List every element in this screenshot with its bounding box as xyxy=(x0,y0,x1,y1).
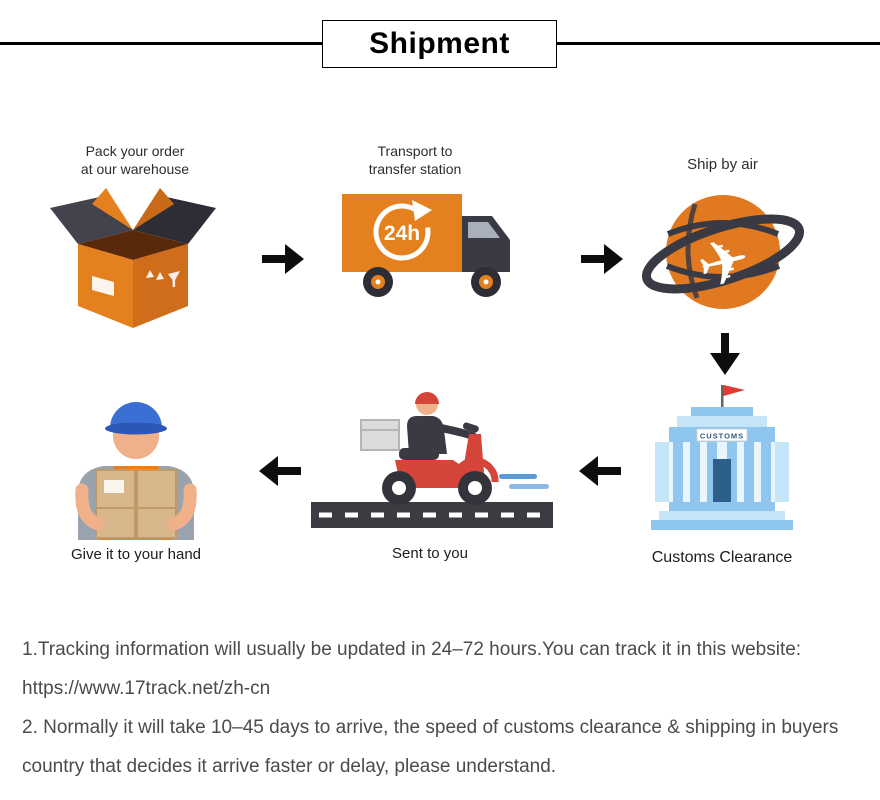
step-label-pack: Pack your order at our warehouse xyxy=(80,143,190,177)
page-title: Shipment xyxy=(369,27,510,60)
delivery-truck-icon: 24h xyxy=(342,194,510,297)
box-inner-flap-right xyxy=(133,188,174,230)
speed-lines xyxy=(499,474,549,489)
box-label xyxy=(92,276,114,296)
step-label-air: Ship by air xyxy=(687,156,758,173)
arrow-right-icon xyxy=(262,244,304,274)
wing-right xyxy=(775,442,789,502)
truck-wheels xyxy=(363,267,501,297)
customs-sign xyxy=(696,428,748,442)
truck-24h-text: 24h xyxy=(384,222,420,245)
courier-arm-left xyxy=(75,483,105,531)
front-fender xyxy=(451,457,499,483)
roof-cornice xyxy=(677,416,767,427)
truck-window xyxy=(468,222,500,238)
customs-building-icon: CUSTOMS xyxy=(651,385,793,530)
box-interior xyxy=(78,230,188,260)
step-label-hand: Give it to your hand xyxy=(70,546,202,563)
open-box-icon xyxy=(50,188,216,328)
globe-plane-icon: ✈ xyxy=(641,195,805,309)
courier-cap xyxy=(110,402,162,428)
note-delivery: 2. Normally it will take 10–45 days to a… xyxy=(22,717,839,777)
cargo-box xyxy=(360,419,400,451)
customs-door xyxy=(713,459,731,502)
courier-person-icon xyxy=(75,402,197,540)
flag-pole xyxy=(721,385,724,407)
arrow-right-icon xyxy=(581,244,623,274)
cap-brim xyxy=(105,422,167,435)
step-label-transport: Transport to transfer station xyxy=(368,143,462,177)
scooter-seat xyxy=(399,448,439,460)
note-tracking-url: https://www.17track.net/zh-cn xyxy=(22,678,271,699)
rider-helmet xyxy=(415,392,439,404)
scooter-wheels xyxy=(382,471,492,505)
box-face-right xyxy=(133,244,188,328)
globe-orbit xyxy=(641,214,805,294)
roof-top xyxy=(691,407,753,416)
step-label-sent: Sent to you xyxy=(392,545,468,562)
courier-arm-right xyxy=(167,483,197,531)
arrow-left-icon xyxy=(579,456,621,486)
handlebar xyxy=(462,422,479,433)
shipping-marks-icon xyxy=(146,270,180,287)
box-inner-flap-left xyxy=(92,188,133,230)
note-tracking: 1.Tracking information will usually be u… xyxy=(22,639,802,660)
step-label-customs: Customs Clearance xyxy=(651,549,793,566)
truck-24h-badge: 24h xyxy=(373,200,432,261)
shipping-notes: 1.Tracking information will usually be u… xyxy=(22,630,856,786)
title-banner: Shipment xyxy=(322,20,557,68)
columns xyxy=(673,442,771,502)
parcel-label xyxy=(104,480,124,493)
base-steps xyxy=(651,502,793,530)
arrow-down-icon xyxy=(710,333,740,375)
customs-sign-text: CUSTOMS xyxy=(700,432,744,441)
rider-body xyxy=(407,416,447,454)
scooter-delivery-icon xyxy=(311,392,553,528)
arrow-left-icon xyxy=(259,456,301,486)
flag-icon xyxy=(723,385,745,396)
wing-left xyxy=(655,442,669,502)
